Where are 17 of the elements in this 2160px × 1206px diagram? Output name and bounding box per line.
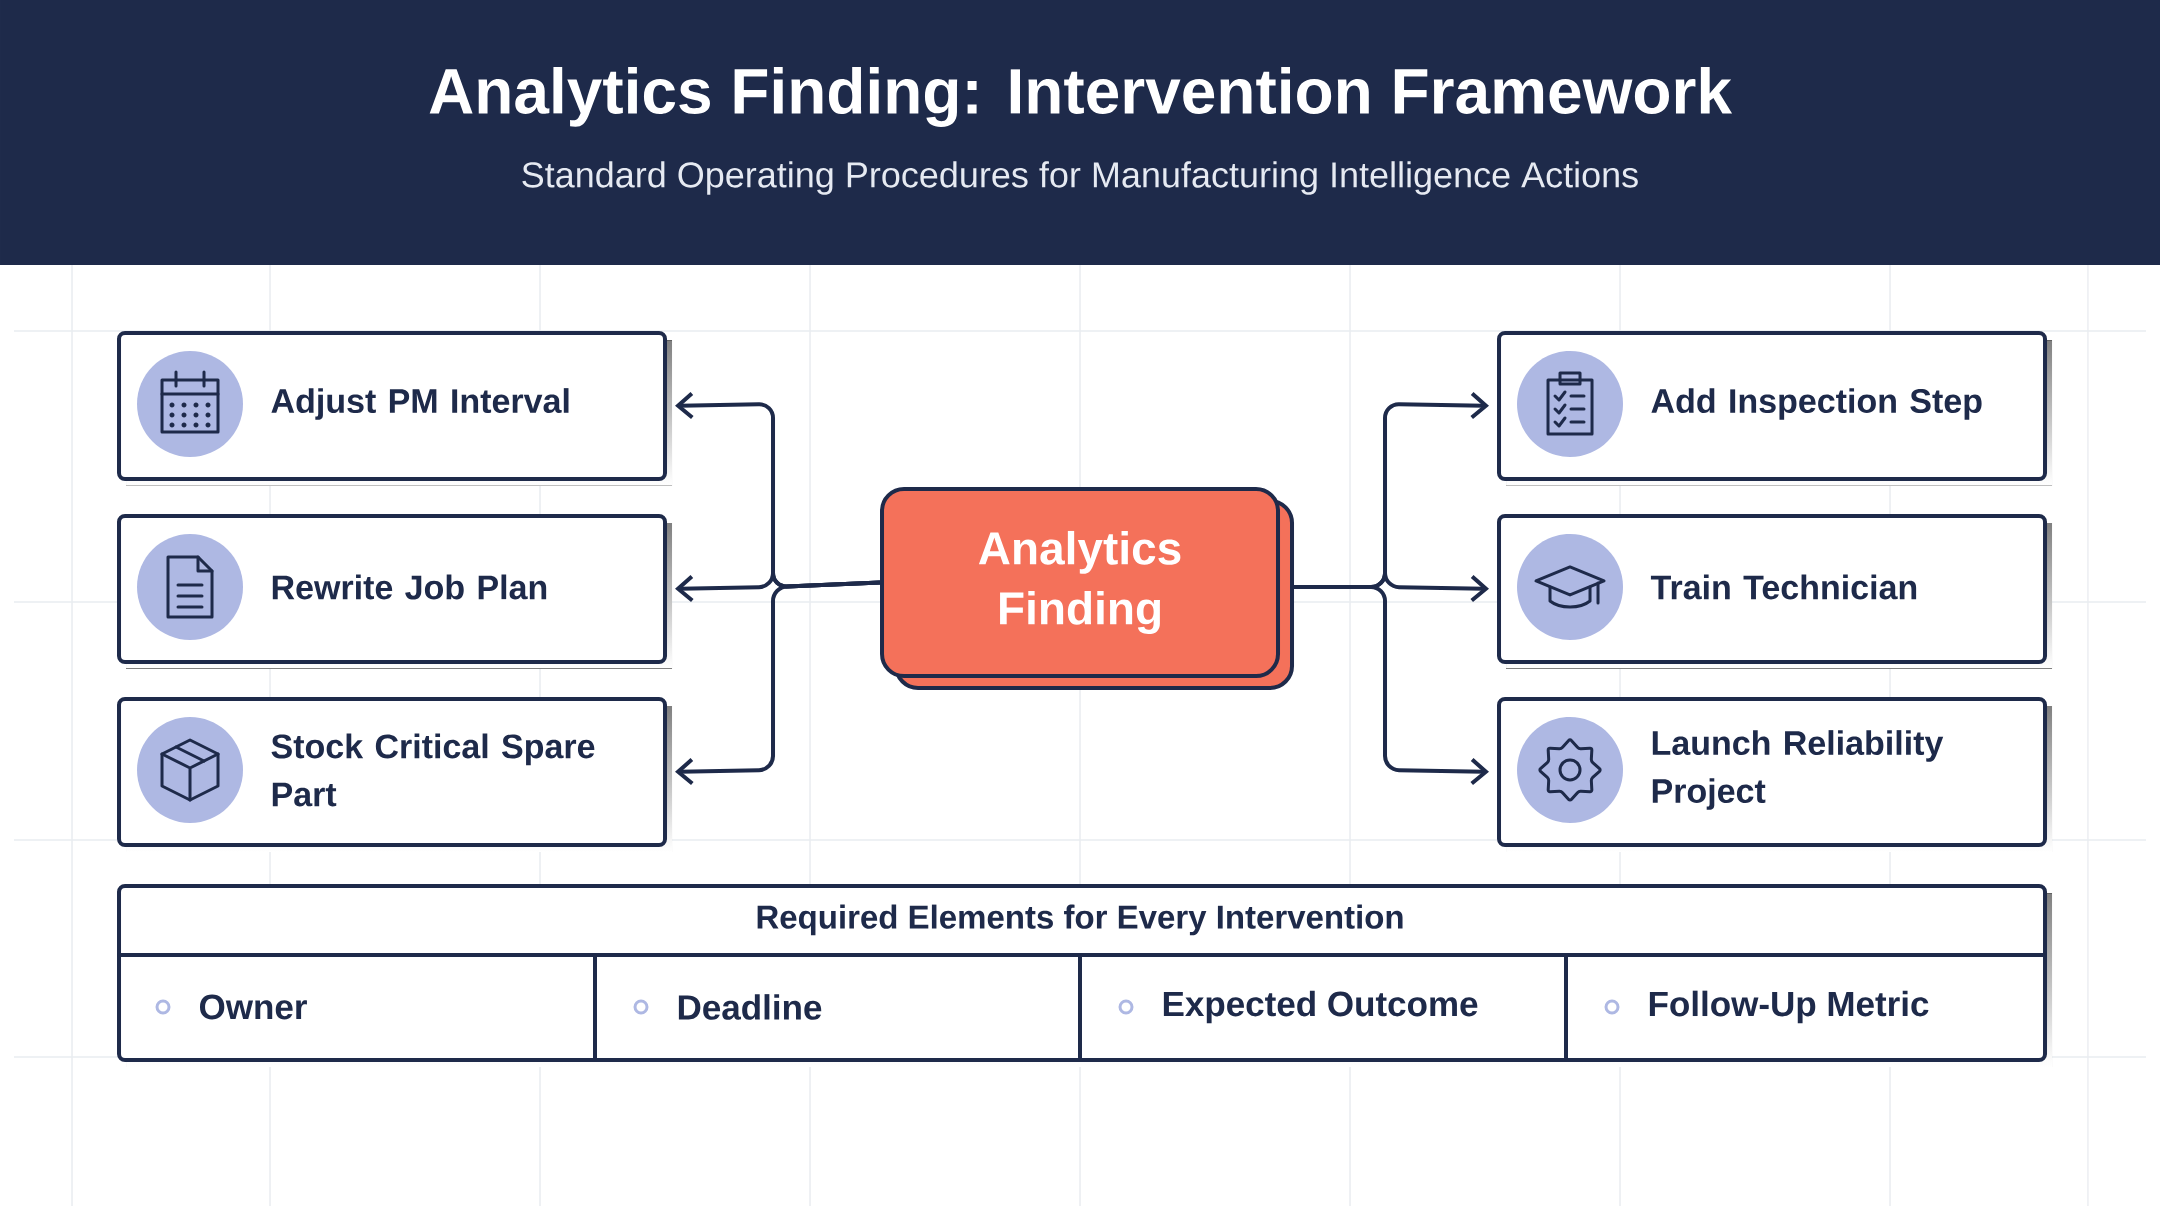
node-label: Owner: [199, 994, 307, 1020]
table-cell: Deadline: [633, 994, 822, 1020]
action-box: Add Inspection Step: [1497, 331, 2052, 486]
node-label: Deadline: [678, 994, 822, 1020]
action-box: Launch Reliability Project: [1497, 697, 2052, 852]
table-cell: Follow-Up Metric: [1604, 990, 1929, 1024]
action-box: Stock Critical Spare Part: [117, 697, 672, 852]
arrow: [675, 580, 881, 786]
action-box: Rewrite Job Plan: [117, 514, 672, 669]
title: Analytics Finding: Intervention Framework: [429, 67, 1733, 127]
arrow: [1292, 585, 1489, 786]
subtitle: Standard Operating Procedures for Manufacturing Intelligence Actions: [522, 161, 1638, 195]
action-box: Adjust PM Interval: [117, 331, 672, 486]
action-box: Train Technician: [1497, 514, 2052, 669]
table-cell: Owner: [155, 994, 307, 1020]
table-cell: Expected Outcome: [1118, 990, 1478, 1024]
finding-box: Analytics Finding: [880, 487, 1294, 690]
